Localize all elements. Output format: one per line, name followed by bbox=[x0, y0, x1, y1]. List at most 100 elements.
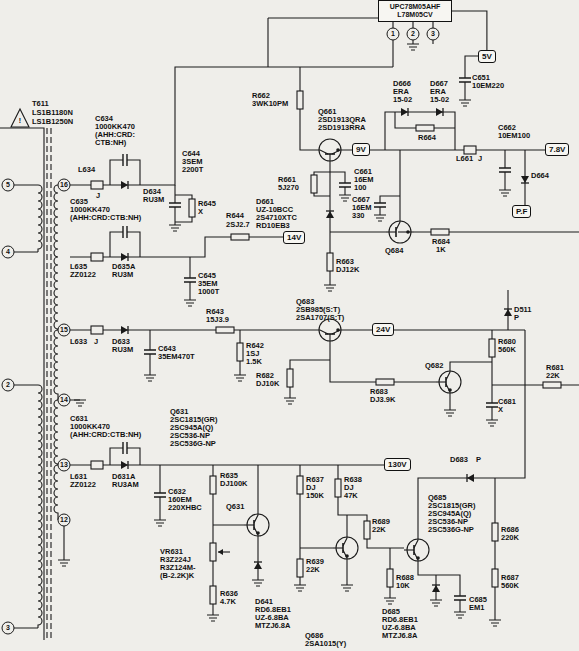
component-label: 1000KK470 bbox=[95, 123, 135, 131]
symbol-stroke bbox=[396, 218, 400, 230]
component-label: 160EM bbox=[168, 496, 192, 504]
resistor-symbol bbox=[231, 234, 249, 240]
component-label: C634 bbox=[95, 115, 113, 123]
component-label: 2SC536G-NP bbox=[428, 526, 474, 534]
component-label: R683 bbox=[370, 388, 388, 396]
resistor-symbol bbox=[216, 327, 234, 333]
emitter-mark bbox=[345, 554, 349, 558]
component-label: 2SA1707(S:T) bbox=[296, 314, 344, 322]
capacitor-symbol bbox=[123, 226, 127, 238]
ground-symbol bbox=[374, 215, 386, 221]
resistor-symbol bbox=[543, 382, 561, 388]
component-label: D633 bbox=[112, 338, 130, 346]
pin-circle bbox=[2, 622, 14, 634]
component-label: 150K bbox=[306, 492, 324, 500]
pin-number: 16 bbox=[60, 181, 68, 189]
component-label: LS1B1180N bbox=[32, 109, 73, 117]
diode-symbol bbox=[401, 108, 408, 116]
component-label: MTZJ6.8A bbox=[382, 632, 417, 640]
diode-bar bbox=[407, 108, 408, 116]
component-label: (B-2.2K)K bbox=[160, 572, 194, 580]
component-label: Q631 bbox=[170, 408, 188, 416]
component-label: 1K bbox=[436, 246, 446, 254]
component-label: L631 bbox=[70, 473, 87, 481]
component-label: (AHH:CRD:CTB:NH) bbox=[70, 214, 141, 222]
ground-symbol bbox=[489, 620, 501, 626]
symbol-stroke bbox=[329, 334, 330, 344]
component-label: C635 bbox=[70, 198, 88, 206]
ground-symbol bbox=[339, 195, 351, 201]
pin-circle bbox=[2, 246, 14, 258]
component-label: R680 bbox=[498, 338, 516, 346]
component-label: R663 bbox=[336, 258, 354, 266]
winding-symbol bbox=[38, 385, 42, 628]
component-label: 10EM220 bbox=[472, 82, 504, 90]
symbol-stroke bbox=[343, 534, 347, 546]
emitter-mark bbox=[336, 148, 340, 152]
diode-symbol bbox=[121, 461, 128, 469]
resistor-symbol bbox=[297, 91, 303, 109]
node-text: 14V bbox=[287, 233, 301, 242]
ground-symbol bbox=[154, 520, 166, 526]
component-label: Q661 bbox=[318, 108, 336, 116]
capacitor-gap bbox=[454, 596, 466, 600]
capacitor-gap bbox=[144, 350, 156, 354]
component-label: DJ bbox=[306, 484, 316, 492]
inductor-symbol bbox=[91, 461, 103, 469]
component-label: X bbox=[198, 208, 203, 216]
ground-symbol bbox=[341, 585, 353, 591]
component-label: 2SC1815(GR) bbox=[170, 416, 218, 424]
component-label: R681 bbox=[546, 364, 564, 372]
component-label: 22K bbox=[546, 372, 560, 380]
wire bbox=[300, 465, 404, 598]
component-label: 10K bbox=[396, 582, 410, 590]
diode-symbol bbox=[326, 211, 334, 218]
wire bbox=[70, 448, 384, 615]
component-label: D685 bbox=[382, 608, 400, 616]
component-label: RU3M bbox=[112, 271, 133, 279]
component-label: EM1 bbox=[469, 604, 484, 612]
capacitor-gap bbox=[154, 493, 166, 497]
component-label: VR631 bbox=[160, 548, 183, 556]
ground-symbol bbox=[207, 615, 219, 621]
capacitor-symbol bbox=[339, 183, 351, 187]
capacitor-symbol bbox=[454, 596, 466, 600]
component-label: CTB:NH) bbox=[95, 139, 126, 147]
component-label: D661 bbox=[256, 198, 274, 206]
pin-circle bbox=[58, 179, 70, 191]
component-label: UZ-6.8BA bbox=[382, 624, 416, 632]
ground-symbol bbox=[454, 612, 466, 618]
component-label: R645 bbox=[198, 200, 216, 208]
pin-number: ! bbox=[19, 117, 21, 125]
diode-bar bbox=[466, 474, 467, 482]
component-label: 1.5K bbox=[246, 358, 262, 366]
capacitor-gap bbox=[184, 278, 196, 282]
ground-symbol bbox=[459, 100, 471, 106]
diode-bar bbox=[127, 253, 128, 261]
capacitor-gap bbox=[339, 183, 351, 187]
capacitor-gap bbox=[374, 203, 386, 207]
component-label: RD10EB3 bbox=[256, 222, 290, 230]
component-label: Q683 bbox=[296, 298, 314, 306]
component-label: R682 bbox=[256, 372, 274, 380]
ground-symbol bbox=[430, 600, 442, 606]
component-label: DJ12K bbox=[336, 266, 359, 274]
pin-circle bbox=[58, 394, 70, 406]
component-label: 4.7K bbox=[220, 598, 236, 606]
wire-group bbox=[0, 18, 579, 640]
pin-number: 1 bbox=[391, 30, 395, 38]
component-label: D667 bbox=[430, 80, 448, 88]
pin-number: 15 bbox=[60, 326, 68, 334]
primary-leads bbox=[14, 185, 38, 628]
component-label: R661 bbox=[278, 176, 296, 184]
pin-number: 2 bbox=[411, 30, 415, 38]
component-label: UZ-10BCC bbox=[256, 206, 293, 214]
component-label: RD6.8EB1 bbox=[382, 616, 418, 624]
symbol-stroke bbox=[414, 536, 418, 548]
component-label: Q686 bbox=[305, 632, 323, 640]
diode-symbol bbox=[521, 176, 529, 183]
voltage-tag: P.F bbox=[512, 205, 531, 218]
diode-symbol bbox=[254, 562, 262, 569]
